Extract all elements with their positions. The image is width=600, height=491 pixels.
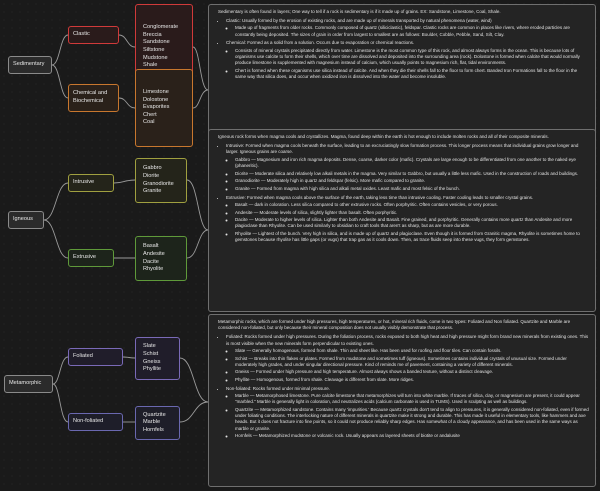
category-node-clastic[interactable]: Clastic	[68, 26, 119, 44]
rock-name: Conglomerate	[143, 24, 179, 31]
category-node-nonfoliated[interactable]: Non-foliated	[68, 413, 123, 431]
note-bullet-clastic: Clastic: Usually formed by the erosion o…	[226, 18, 589, 38]
note-intro: Sedimentary is often found in layers; On…	[218, 9, 501, 14]
note-subbullet: Chert is formed when these organisms use…	[235, 68, 589, 80]
rock-name: Diorite	[143, 172, 160, 179]
leaf-list-chemical[interactable]: Limestone Dolostone Evaporites Chert Coa…	[135, 69, 193, 147]
rock-name: Coal	[143, 119, 155, 126]
note-panel-metamorphic[interactable]: Metamorphic rocks, which are formed unde…	[208, 314, 596, 487]
note-subbullet: Andesite — Moderate levels of silica, sl…	[235, 210, 589, 216]
note-subbullet: Made up of fragments from older rocks. C…	[235, 25, 589, 37]
note-subbullet: Granite — Formed from magma with high si…	[235, 186, 589, 192]
leaf-list-intrusive[interactable]: Gabbro Diorite Granodiorite Granite	[135, 158, 187, 203]
rock-name: Gabbro	[143, 165, 162, 172]
rock-name: Sandstone	[143, 39, 170, 46]
note-text: Foliated: Rocks formed under high pressu…	[226, 334, 589, 346]
rock-name: Dacite	[143, 258, 159, 265]
note-text: Chemical: Formed as a solid from a solut…	[226, 40, 415, 46]
category-node-intrusive[interactable]: Intrusive	[68, 174, 114, 192]
root-label: Sedimentary	[13, 61, 45, 68]
rock-name: Schist	[143, 350, 159, 357]
rock-name: Shale	[143, 62, 158, 69]
note-subbullet: Gneiss — Formed under high pressure and …	[235, 369, 589, 375]
note-subbullet: Marble — Metamorphosed limestone. Pure c…	[235, 393, 589, 405]
note-subbullet: Consists of mineral crystals precipitate…	[235, 48, 589, 67]
category-label: Intrusive	[73, 179, 95, 186]
rock-name: Marble	[143, 419, 161, 426]
note-bullet-chemical: Chemical: Formed as a solid from a solut…	[226, 40, 589, 80]
root-label: Metamorphic	[9, 380, 42, 387]
category-label: Extrusive	[73, 254, 97, 261]
rock-name: Siltstone	[143, 47, 165, 53]
category-node-foliated[interactable]: Foliated	[68, 348, 123, 366]
category-label: Foliated	[73, 353, 93, 360]
rock-name: Dolostone	[143, 96, 169, 103]
note-subbullet: Rhyolite — Lightest of the bunch. Very h…	[235, 231, 589, 243]
root-node-igneous[interactable]: Igneous	[8, 211, 44, 229]
rock-name: Gneiss	[143, 358, 161, 365]
rock-name: Phyllite	[143, 366, 162, 373]
leaf-list-nonfoliated[interactable]: Quartzite Marble Hornfels	[135, 406, 180, 440]
note-subbullet: Quartzite — Metamorphized sandstone. Con…	[235, 407, 589, 432]
rock-name: Chert	[143, 111, 157, 118]
leaf-list-extrusive[interactable]: Basalt Andesite Dacite Rhyolite	[135, 236, 187, 281]
note-text: Extrusive: Formed when magma cools above…	[226, 194, 534, 200]
category-label: Clastic	[73, 31, 90, 38]
note-bullet-intrusive: Intrusive: Formed when magma cools benea…	[226, 143, 589, 192]
note-text: Non-foliated: Rocks formed under minimal…	[226, 385, 331, 391]
rock-name: Evaporites	[143, 104, 170, 111]
note-subbullet: Slate — Generally homogenous, formed fro…	[235, 348, 589, 354]
category-node-chemical[interactable]: Chemical and Biochemical	[68, 84, 119, 112]
rock-name: Quartzite	[143, 411, 166, 418]
note-bullet-extrusive: Extrusive: Formed when magma cools above…	[226, 195, 589, 244]
note-subbullet: Schist — Breaks into thin flakes or plat…	[235, 356, 589, 368]
rock-name: Slate	[143, 343, 156, 350]
note-intro: Metamorphic rocks, which are formed unde…	[218, 319, 571, 331]
root-node-sedimentary[interactable]: Sedimentary	[8, 56, 52, 74]
rock-name: Granite	[143, 188, 162, 195]
root-node-metamorphic[interactable]: Metamorphic	[4, 375, 53, 393]
note-subbullet: Dacite — Moderate to higher levels of si…	[235, 217, 589, 229]
category-label: Chemical and Biochemical	[73, 90, 108, 104]
note-subbullet: Hornfels — Metamorphized mudstone or vol…	[235, 433, 589, 439]
note-bullet-foliated: Foliated: Rocks formed under high pressu…	[226, 334, 589, 383]
rock-name: Hornfels	[143, 426, 164, 433]
rock-name: Limestone	[143, 89, 169, 96]
rock-name: Mudstone	[143, 54, 168, 61]
note-panel-igneous[interactable]: Igneous rock forms when magma cools and …	[208, 129, 596, 312]
note-subbullet: Phyllite — Homogenous, formed from shale…	[235, 377, 589, 383]
rock-name: Basalt	[143, 243, 159, 250]
rock-name: Andesite	[143, 250, 165, 257]
note-subbullet: Basalt — dark in coloration. Less silica…	[235, 202, 589, 208]
category-label: Non-foliated	[73, 418, 104, 425]
root-label: Igneous	[13, 216, 33, 223]
note-text: Intrusive: Formed when magma cools benea…	[226, 143, 579, 155]
rock-name: Rhyolite	[143, 266, 164, 273]
category-node-extrusive[interactable]: Extrusive	[68, 249, 114, 267]
note-bullet-nonfoliated: Non-foliated: Rocks formed under minimal…	[226, 386, 589, 440]
note-intro: Igneous rock forms when magma cools and …	[218, 134, 549, 139]
rock-name: Granodiorite	[143, 180, 174, 187]
note-subbullet: Gabbro — Magnesium and iron rich magma d…	[235, 157, 589, 169]
note-subbullet: Granodiorite — Moderately high in quartz…	[235, 178, 589, 184]
rock-name: Breccia	[143, 31, 162, 38]
note-text: Clastic: Usually formed by the erosion o…	[226, 18, 492, 24]
leaf-list-foliated[interactable]: Slate Schist Gneiss Phyllite	[135, 337, 180, 380]
note-subbullet: Diorite — Moderate silica and relatively…	[235, 171, 589, 177]
